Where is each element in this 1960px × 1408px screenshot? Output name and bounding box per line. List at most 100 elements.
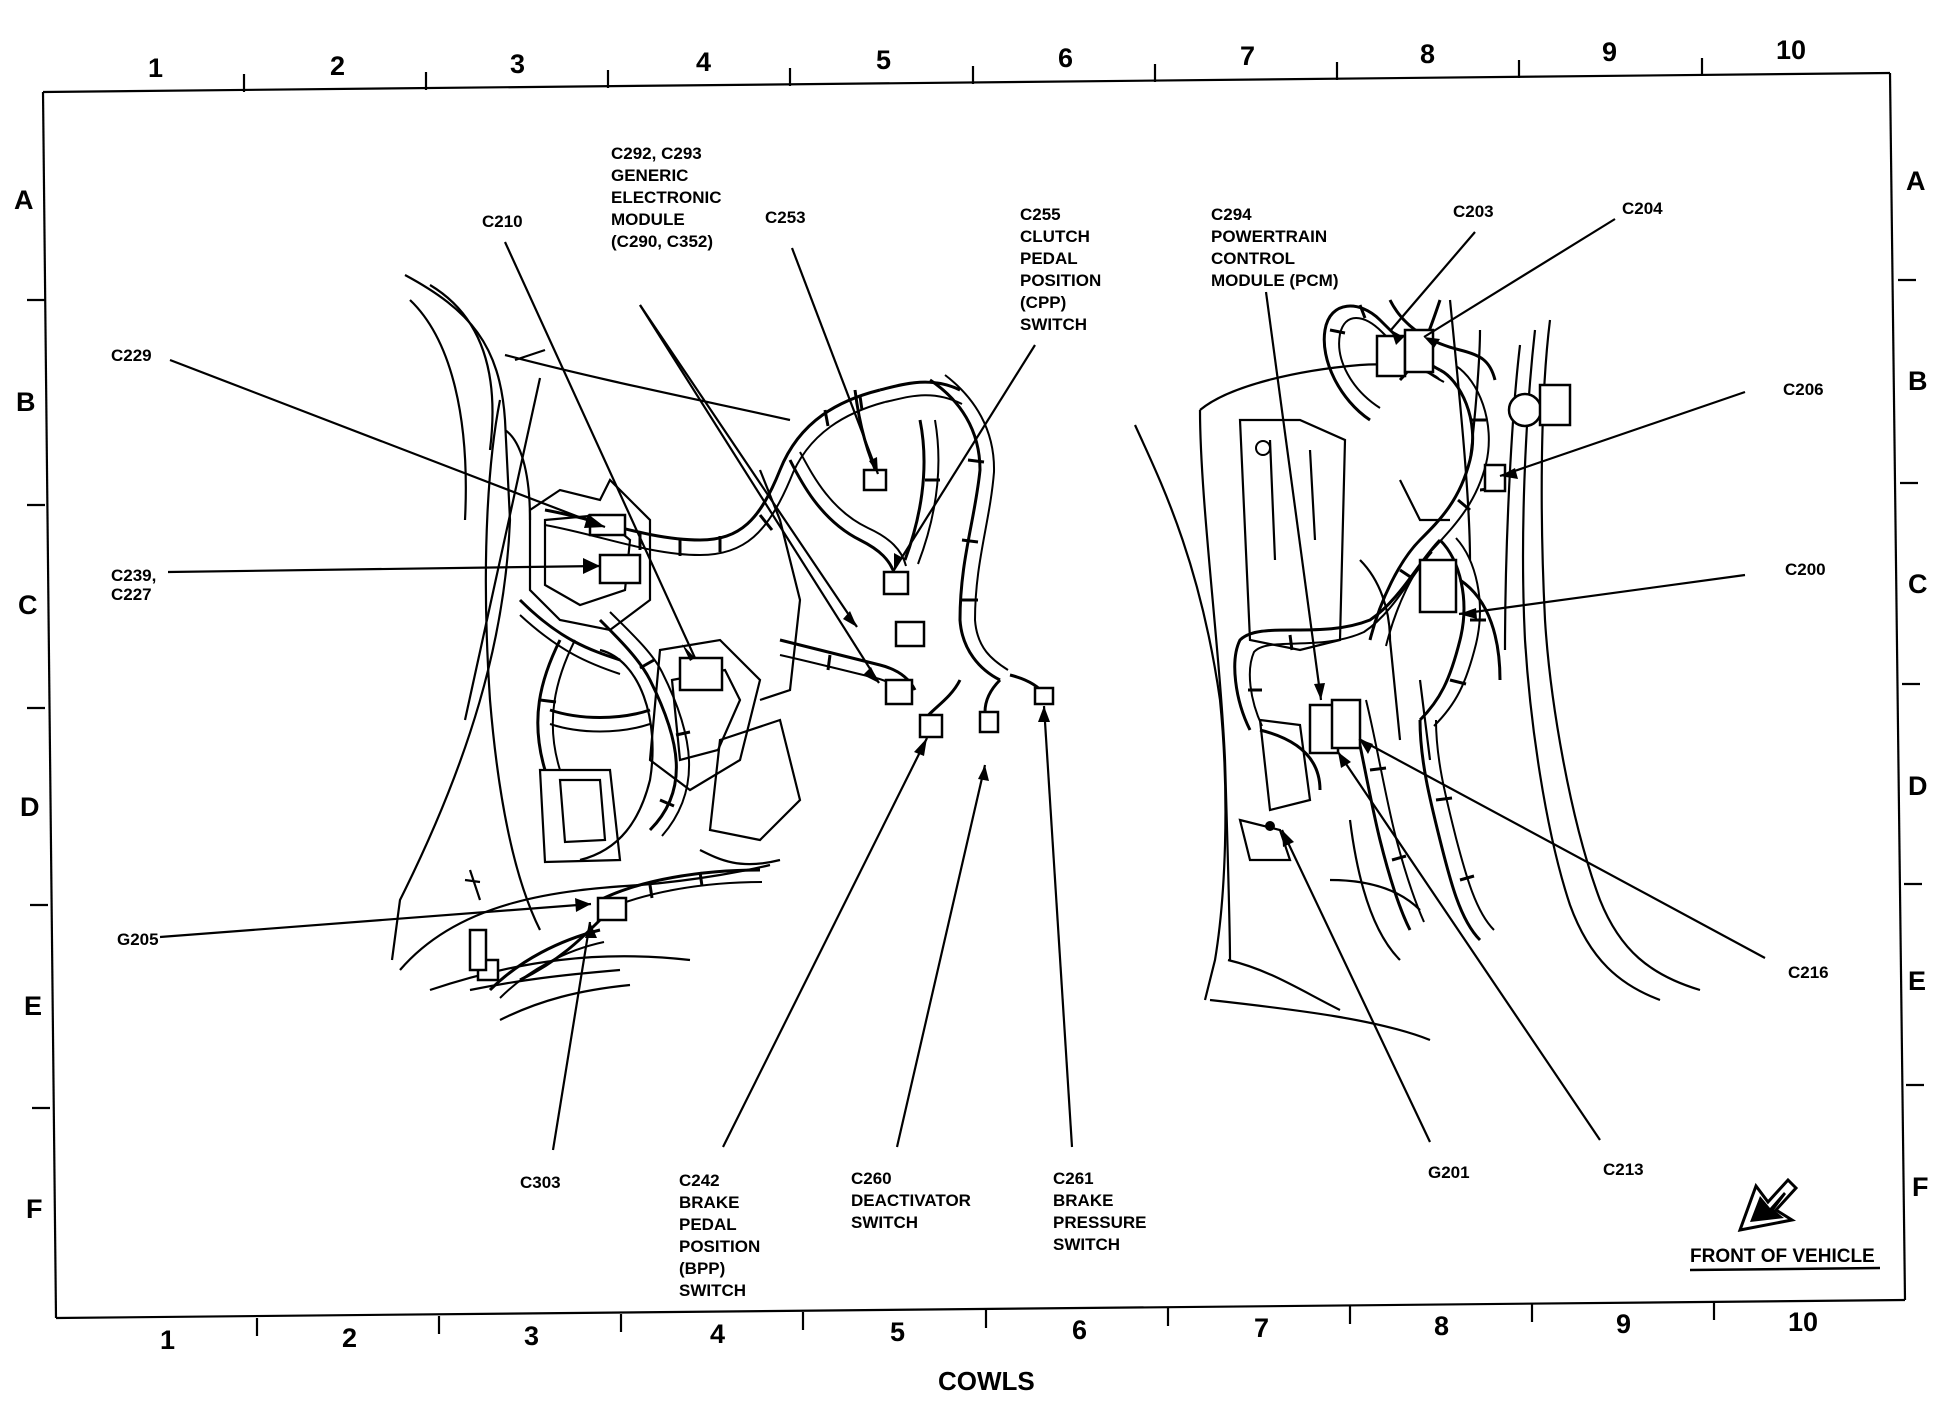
left-row-labels: A B C D E F xyxy=(14,185,43,1224)
bottom-col-3: 3 xyxy=(524,1321,539,1351)
leader-lines xyxy=(159,218,1766,1151)
callout-c260-line-1: C260 xyxy=(851,1169,892,1188)
callout-c292-generic-electronic-module: C292, C293 GENERIC ELECTRONIC MODULE (C2… xyxy=(611,144,722,251)
top-col-6: 6 xyxy=(1058,43,1073,73)
top-col-2: 2 xyxy=(330,51,345,81)
callout-g201: G201 xyxy=(1428,1163,1470,1182)
right-row-a: A xyxy=(1906,166,1926,196)
left-row-f: F xyxy=(26,1194,43,1224)
callout-c210-line-1: C210 xyxy=(482,212,523,231)
right-row-f: F xyxy=(1912,1172,1929,1202)
callout-c294-line-4: MODULE (PCM) xyxy=(1211,271,1338,290)
callout-c253-line-1: C253 xyxy=(765,208,806,227)
callout-c200: C200 xyxy=(1785,560,1826,579)
bottom-col-6: 6 xyxy=(1072,1315,1087,1345)
callout-c239-c227: C239, C227 xyxy=(111,566,156,604)
callout-c242-line-2: BRAKE xyxy=(679,1193,739,1212)
callout-c204-line-1: C204 xyxy=(1622,199,1663,218)
left-cowl-drawing xyxy=(390,274,1055,1021)
callout-c216: C216 xyxy=(1788,963,1829,982)
callout-c260-deactivator-switch: C260 DEACTIVATOR SWITCH xyxy=(851,1169,971,1232)
callout-c203: C203 xyxy=(1453,202,1494,221)
callout-c261-brake-pressure-switch: C261 BRAKE PRESSURE SWITCH xyxy=(1053,1169,1147,1254)
top-col-5: 5 xyxy=(876,45,891,75)
top-col-4: 4 xyxy=(696,47,711,77)
right-row-labels: A B C D E F xyxy=(1906,166,1929,1202)
callout-c242-line-3: PEDAL xyxy=(679,1215,737,1234)
right-row-c: C xyxy=(1908,569,1928,599)
callout-c255-line-6: SWITCH xyxy=(1020,315,1087,334)
grid-frame xyxy=(27,58,1924,1336)
callout-c206-line-1: C206 xyxy=(1783,380,1824,399)
callout-c255-line-2: CLUTCH xyxy=(1020,227,1090,246)
bottom-col-9: 9 xyxy=(1616,1309,1631,1339)
bottom-col-10: 10 xyxy=(1788,1307,1818,1337)
callout-c229-line-1: C229 xyxy=(111,346,152,365)
left-row-d: D xyxy=(20,792,40,822)
callout-c261-line-1: C261 xyxy=(1053,1169,1094,1188)
front-arrow-icon xyxy=(1737,1177,1799,1232)
callout-c294-line-3: CONTROL xyxy=(1211,249,1295,268)
bottom-col-4: 4 xyxy=(710,1319,725,1349)
top-col-7: 7 xyxy=(1240,41,1255,71)
top-column-labels: 1 2 3 4 5 6 7 8 9 10 xyxy=(148,35,1806,83)
left-row-a: A xyxy=(14,185,34,215)
callout-c204: C204 xyxy=(1622,199,1663,218)
bottom-column-labels: 1 2 3 4 5 6 7 8 9 10 xyxy=(160,1307,1818,1355)
callout-c261-line-3: PRESSURE xyxy=(1053,1213,1147,1232)
callout-c242-line-6: SWITCH xyxy=(679,1281,746,1300)
callout-c292-line-2: GENERIC xyxy=(611,166,688,185)
callout-c239-line-2: C227 xyxy=(111,585,152,604)
callout-c206: C206 xyxy=(1783,380,1824,399)
bottom-col-5: 5 xyxy=(890,1317,905,1347)
callout-g205: G205 xyxy=(117,930,159,949)
right-row-d: D xyxy=(1908,771,1928,801)
callout-c303-line-1: C303 xyxy=(520,1173,561,1192)
callout-c200-line-1: C200 xyxy=(1785,560,1826,579)
callout-c261-line-4: SWITCH xyxy=(1053,1235,1120,1254)
top-col-8: 8 xyxy=(1420,39,1435,69)
callout-c239-line-1: C239, xyxy=(111,566,156,585)
diagram-title: COWLS xyxy=(938,1366,1035,1396)
bottom-col-1: 1 xyxy=(160,1325,175,1355)
callout-c261-line-2: BRAKE xyxy=(1053,1191,1113,1210)
callout-c292-line-5: (C290, C352) xyxy=(611,232,713,251)
left-row-c: C xyxy=(18,590,38,620)
bottom-col-2: 2 xyxy=(342,1323,357,1353)
front-of-vehicle-indicator: FRONT OF VEHICLE xyxy=(1689,1177,1881,1272)
callout-c294-powertrain-control-module: C294 POWERTRAIN CONTROL MODULE (PCM) xyxy=(1211,205,1338,290)
callout-c255-line-3: PEDAL xyxy=(1020,249,1078,268)
callout-c294-line-2: POWERTRAIN xyxy=(1211,227,1327,246)
callout-c292-line-1: C292, C293 xyxy=(611,144,702,163)
callout-c253: C253 xyxy=(765,208,806,227)
callout-c260-line-3: SWITCH xyxy=(851,1213,918,1232)
callout-c292-line-3: ELECTRONIC xyxy=(611,188,722,207)
left-row-e: E xyxy=(24,991,42,1021)
top-col-10: 10 xyxy=(1776,35,1806,65)
top-col-3: 3 xyxy=(510,49,525,79)
callout-c242-line-5: (BPP) xyxy=(679,1259,725,1278)
callout-c210: C210 xyxy=(482,212,523,231)
left-row-b: B xyxy=(16,387,36,417)
top-col-1: 1 xyxy=(148,53,163,83)
callout-c294-line-1: C294 xyxy=(1211,205,1252,224)
callout-c242-line-1: C242 xyxy=(679,1171,720,1190)
callout-c229: C229 xyxy=(111,346,152,365)
callout-c292-line-4: MODULE xyxy=(611,210,685,229)
callout-c213-line-1: C213 xyxy=(1603,1160,1644,1179)
callout-c242-line-4: POSITION xyxy=(679,1237,760,1256)
callout-c260-line-2: DEACTIVATOR xyxy=(851,1191,971,1210)
callout-c203-line-1: C203 xyxy=(1453,202,1494,221)
bottom-col-7: 7 xyxy=(1254,1313,1269,1343)
callout-c255-line-4: POSITION xyxy=(1020,271,1101,290)
right-cowl-drawing xyxy=(1133,299,1701,1042)
right-row-e: E xyxy=(1908,966,1926,996)
callout-g201-line-1: G201 xyxy=(1428,1163,1470,1182)
callout-c255-line-1: C255 xyxy=(1020,205,1061,224)
right-row-b: B xyxy=(1908,366,1928,396)
bottom-col-8: 8 xyxy=(1434,1311,1449,1341)
callout-c255-clutch-pedal-position-switch: C255 CLUTCH PEDAL POSITION (CPP) SWITCH xyxy=(1020,205,1101,334)
callout-g205-line-1: G205 xyxy=(117,930,159,949)
callout-c255-line-5: (CPP) xyxy=(1020,293,1066,312)
